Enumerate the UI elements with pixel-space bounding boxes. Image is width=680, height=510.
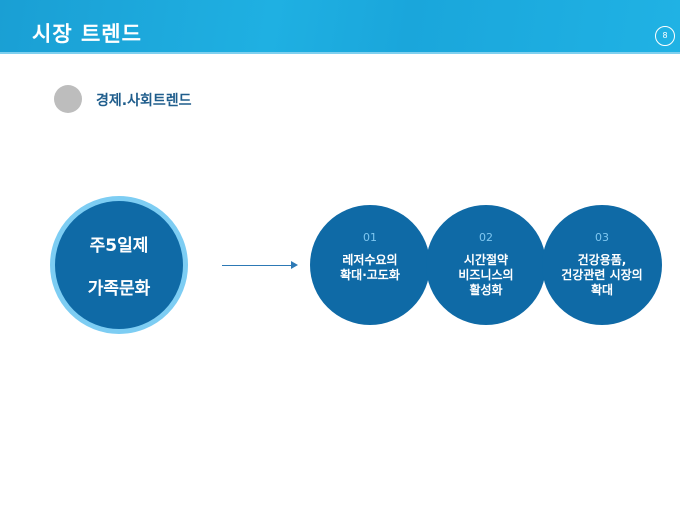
trend-line: 활성화 — [469, 283, 503, 297]
trend-number: 01 — [363, 231, 377, 244]
trend-circle-1: 01 레저수요의 확대·고도화 — [310, 205, 430, 325]
slide-header: 시장 트렌드 8 — [0, 0, 680, 54]
trend-number: 02 — [479, 231, 493, 244]
trend-line: 시간절약 — [463, 253, 509, 267]
main-circle: 주5일제 가족문화 — [50, 196, 188, 334]
arrow-head-icon — [291, 261, 298, 269]
trend-circle-3: 03 건강용품, 건강관련 시장의 확대 — [542, 205, 662, 325]
trend-circle-2: 02 시간절약 비즈니스의 활성화 — [426, 205, 546, 325]
slide-title: 시장 트렌드 — [32, 22, 142, 46]
trend-line: 확대 — [590, 283, 614, 297]
trend-line: 레저수요의 — [342, 253, 398, 267]
page-number: 8 — [655, 26, 675, 46]
main-circle-line: 가족문화 — [87, 279, 151, 299]
main-circle-line: 주5일제 — [89, 236, 149, 256]
section-title: 경제.사회트렌드 — [96, 93, 192, 109]
trend-number: 03 — [595, 231, 609, 244]
trend-line: 확대·고도화 — [340, 268, 400, 282]
trend-line: 건강용품, — [577, 253, 627, 267]
trend-line: 비즈니스의 — [458, 268, 514, 282]
trend-line: 건강관련 시장의 — [561, 268, 643, 282]
arrow-line — [222, 265, 292, 266]
section-bullet-icon — [54, 85, 82, 113]
